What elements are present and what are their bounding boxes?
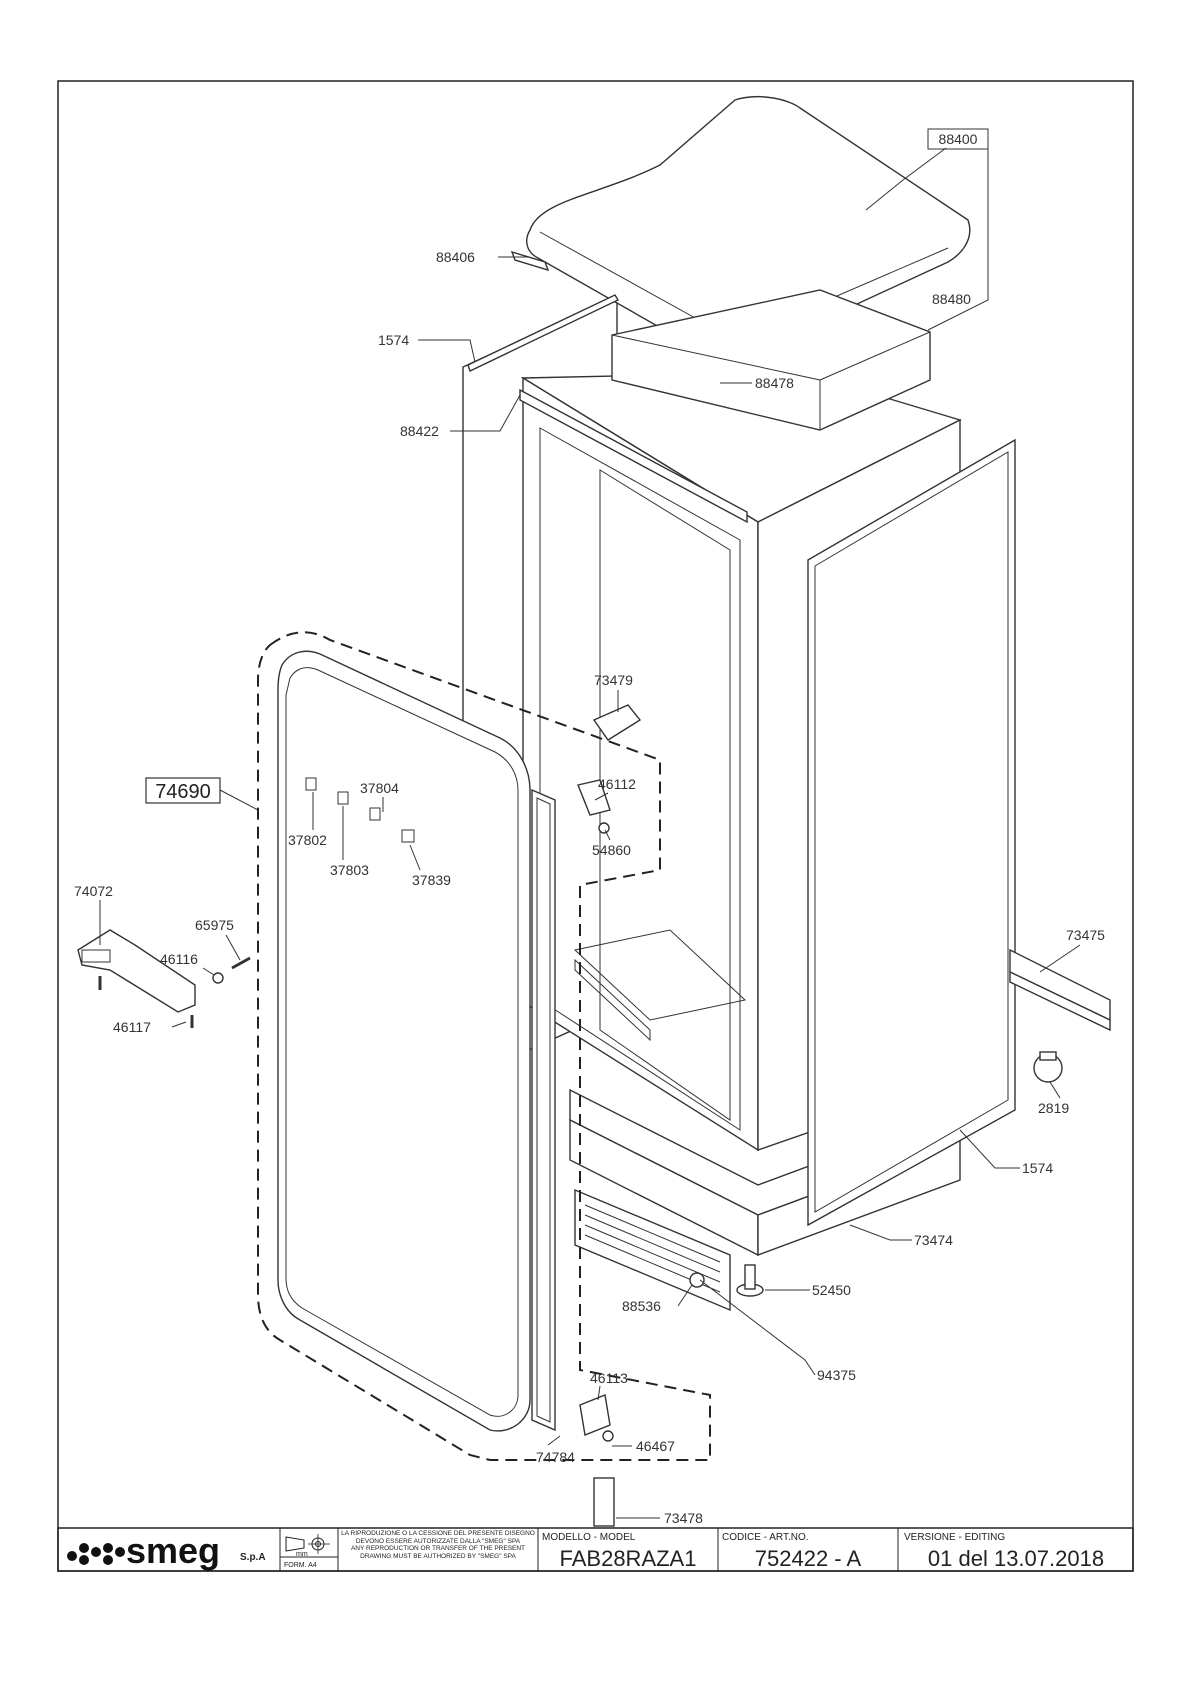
label-73474: 73474: [914, 1232, 953, 1248]
smeg-logo: smeg S.p.A: [67, 1530, 266, 1571]
title-block: smeg S.p.A mm FORM. A4 LA RIPRODUZIONE O…: [57, 1527, 1134, 1572]
label-54860: 54860: [592, 842, 631, 858]
label-74784: 74784: [536, 1449, 575, 1465]
leader-lines: [99, 147, 1081, 1519]
label-1574-bottom: 1574: [1022, 1160, 1053, 1176]
label-65975: 65975: [195, 917, 234, 933]
plug-2819: [1033, 1051, 1063, 1083]
insulation-block: [611, 289, 931, 431]
label-box-88400: [927, 128, 989, 150]
label-1574-top: 1574: [378, 332, 409, 348]
label-37839: 37839: [412, 872, 451, 888]
door-assembly: [257, 631, 711, 1461]
code-label: CODICE - ART.NO.: [722, 1532, 809, 1543]
base-rail: [1009, 948, 1111, 1032]
label-37804: 37804: [360, 780, 399, 796]
label-37803: 37803: [330, 862, 369, 878]
model-value: FAB28RAZA1: [560, 1546, 697, 1571]
hinge-46113: [579, 1394, 611, 1436]
label-46117: 46117: [113, 1019, 151, 1035]
notice-english: ANY REPRODUCTION OR TRANSFER OF THE PRES…: [350, 1545, 526, 1560]
hinge-46112: [577, 779, 611, 816]
label-box-74690: [145, 777, 221, 804]
label-73478: 73478: [664, 1510, 703, 1526]
foot-52450: [736, 1264, 764, 1297]
notice-italian: LA RIPRODUZIONE O LA CESSIONE DEL PRESEN…: [341, 1530, 535, 1545]
unit-label: mm: [296, 1551, 308, 1558]
label-52450: 52450: [812, 1282, 851, 1298]
label-88478: 88478: [755, 375, 794, 391]
label-94375: 94375: [817, 1367, 856, 1383]
label-88480: 88480: [932, 291, 971, 307]
version-label: VERSIONE - EDITING: [904, 1532, 1005, 1543]
version-value: 01 del 13.07.2018: [928, 1546, 1104, 1571]
label-46113: 46113: [590, 1370, 628, 1386]
handle-74072: [77, 929, 196, 1013]
label-37802: 37802: [288, 832, 327, 848]
spacer-46116: [212, 972, 224, 984]
label-46116: 46116: [160, 951, 198, 967]
label-46467: 46467: [636, 1438, 675, 1454]
label-88536: 88536: [622, 1298, 661, 1314]
knob-88536: [689, 1272, 705, 1288]
part-numbers: 88400 88406 88480 1574 88478 88422 73479…: [74, 128, 1105, 1526]
code-value: 752422 - A: [755, 1546, 862, 1571]
label-88406: 88406: [436, 249, 475, 265]
label-2819: 2819: [1038, 1100, 1069, 1116]
label-74072: 74072: [74, 883, 113, 899]
label-88400: 88400: [939, 131, 978, 147]
label-88422: 88422: [400, 423, 439, 439]
screw-65975: [231, 956, 251, 970]
right-side-panel: [807, 438, 1016, 1227]
label-73479: 73479: [594, 672, 633, 688]
hinge-73478: [593, 1477, 615, 1527]
projection-symbol-icon: [285, 1534, 330, 1554]
label-46112: 46112: [598, 776, 636, 792]
svg-text:smeg: smeg: [126, 1530, 220, 1571]
top-rail-1574: [467, 294, 619, 372]
form-label: FORM. A4: [284, 1562, 317, 1569]
label-73475: 73475: [1066, 927, 1105, 943]
copyright-notice: LA RIPRODUZIONE O LA CESSIONE DEL PRESEN…: [340, 1530, 536, 1560]
svg-text:S.p.A: S.p.A: [240, 1552, 266, 1563]
model-label: MODELLO - MODEL: [542, 1532, 636, 1543]
label-74690: 74690: [155, 781, 211, 803]
hinge-73479: [592, 704, 642, 741]
